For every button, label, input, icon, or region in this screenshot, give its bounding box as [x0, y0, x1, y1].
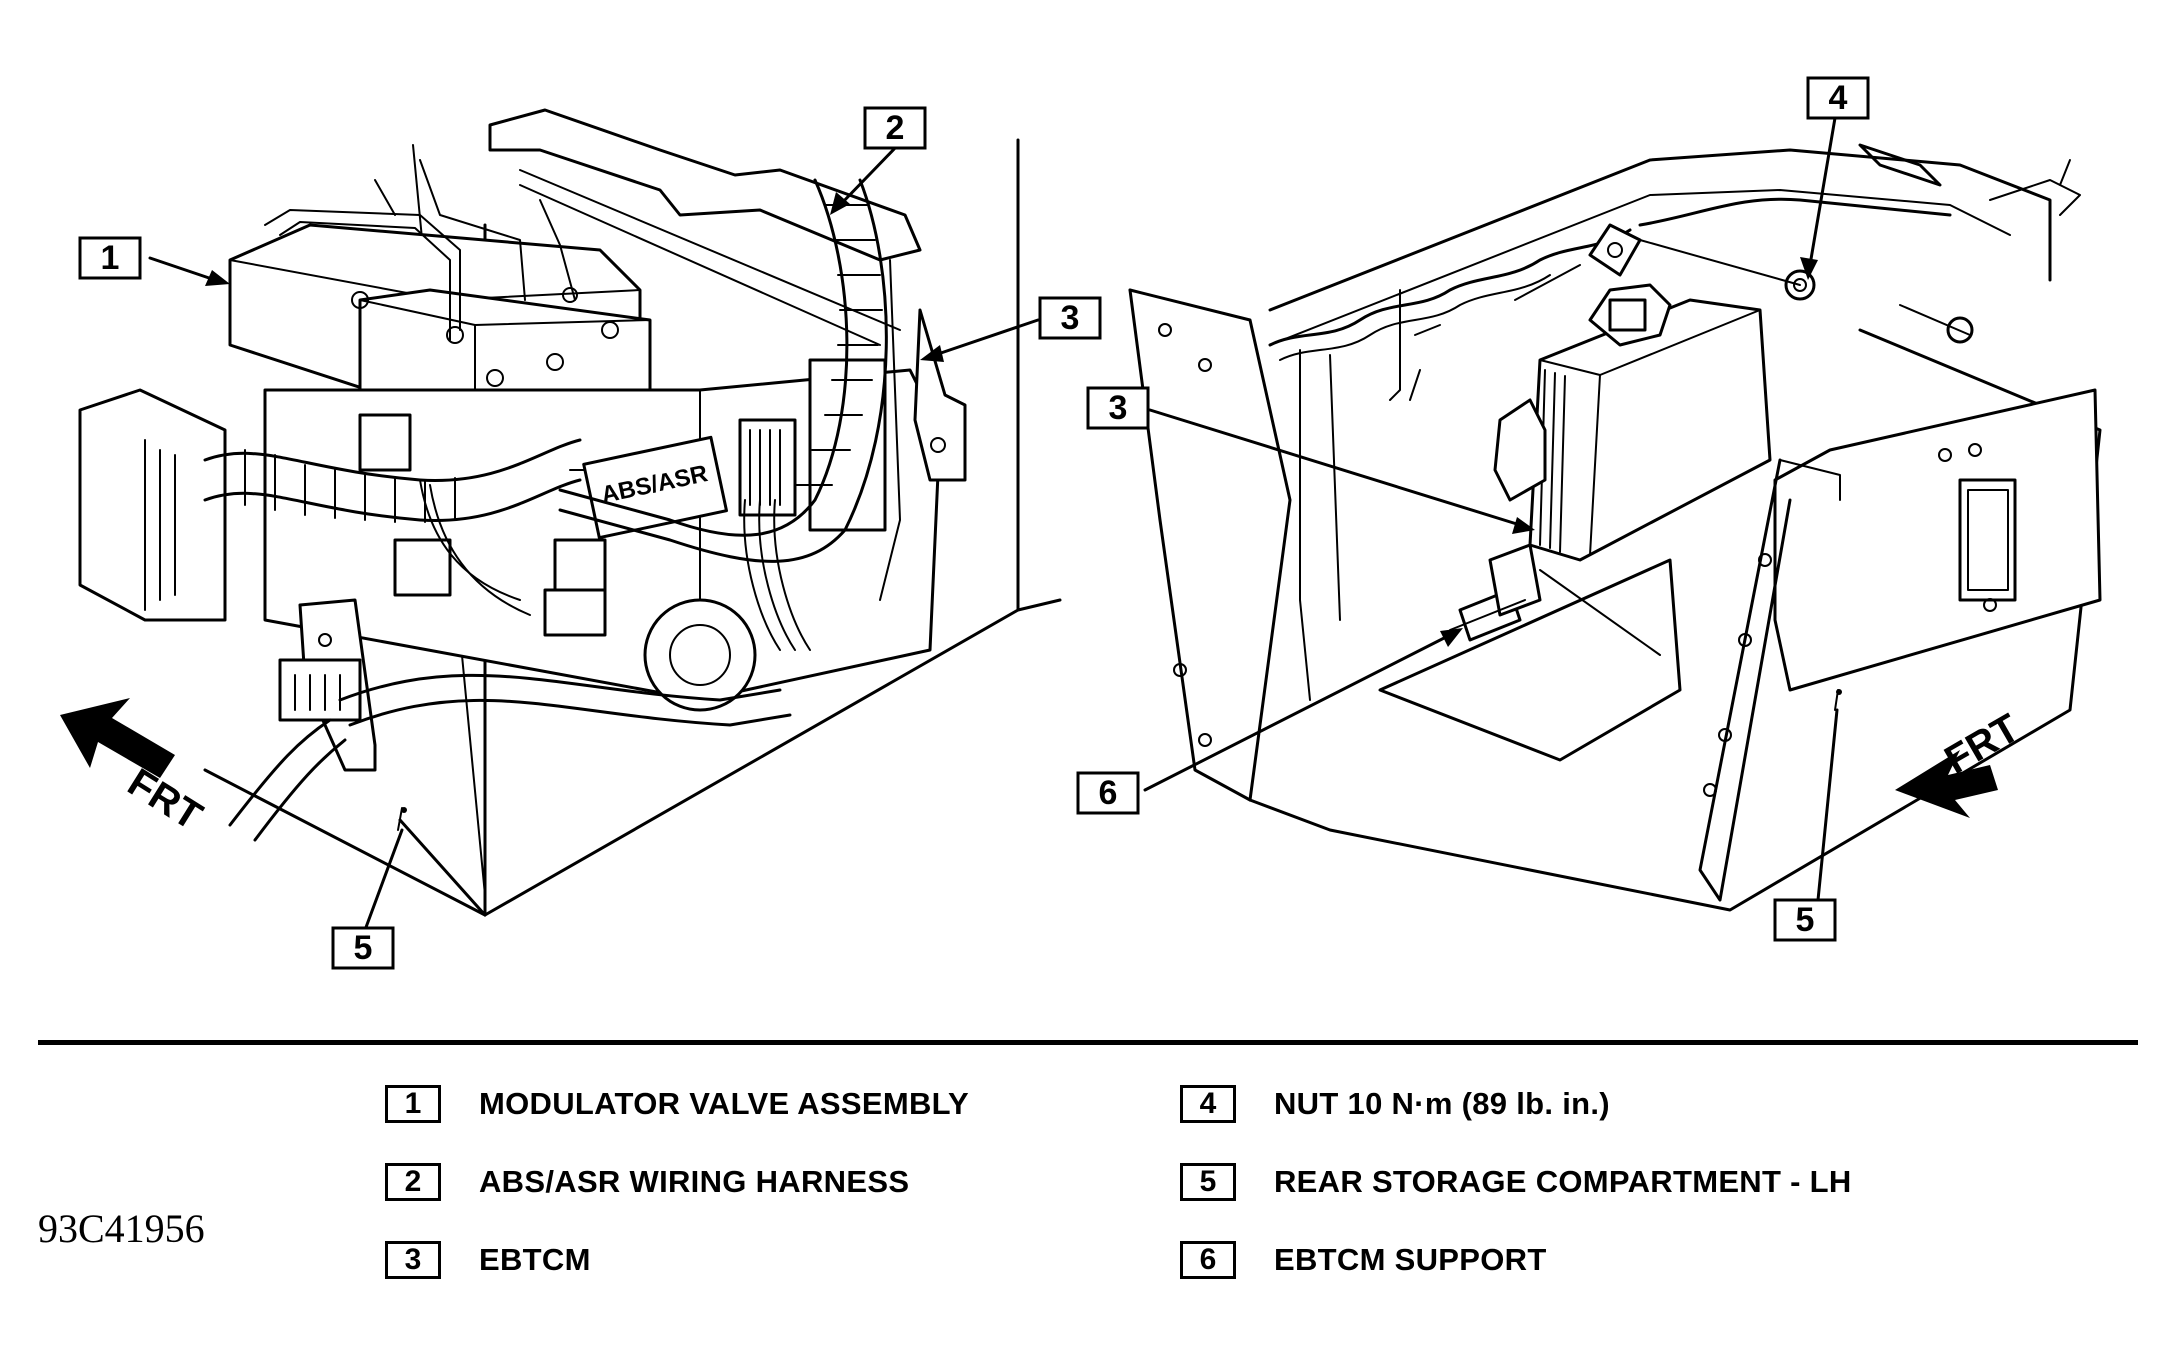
callout-1: 1: [78, 236, 142, 280]
legend-item-2-label: ABS/ASR WIRING HARNESS: [479, 1164, 910, 1199]
right-illustration: FRT: [1128, 143, 2102, 912]
legend-item-2-number: 2: [385, 1163, 441, 1201]
callout-2-number: 2: [886, 109, 905, 147]
callout-5-left-number: 5: [354, 929, 373, 967]
legend-item-1: 1 MODULATOR VALVE ASSEMBLY: [385, 1082, 969, 1126]
legend-item-5-number: 5: [1180, 1163, 1236, 1201]
legend-item-3: 3 EBTCM: [385, 1238, 591, 1282]
legend-item-2: 2 ABS/ASR WIRING HARNESS: [385, 1160, 909, 1204]
legend-item-4-number: 4: [1180, 1085, 1236, 1123]
legend-item-4: 4 NUT 10 N·m (89 lb. in.): [1180, 1082, 1610, 1126]
callout-6: 6: [1076, 771, 1140, 815]
callout-1-number: 1: [101, 239, 120, 277]
callout-4-number: 4: [1829, 79, 1848, 117]
callout-5-right-number: 5: [1796, 901, 1815, 939]
legend-item-6: 6 EBTCM SUPPORT: [1180, 1238, 1547, 1282]
left-illustration: ABS/ASR: [60, 108, 1062, 917]
callout-2: 2: [863, 106, 927, 150]
legend-item-3-label: EBTCM: [479, 1242, 591, 1277]
legend-item-5-label: REAR STORAGE COMPARTMENT - LH: [1274, 1164, 1852, 1199]
callout-5-left: 5: [331, 926, 395, 970]
figure-id: 93C41956: [38, 1206, 205, 1251]
legend-item-5: 5 REAR STORAGE COMPARTMENT - LH: [1180, 1160, 1852, 1204]
legend-divider: [38, 1040, 2138, 1045]
legend-item-1-label: MODULATOR VALVE ASSEMBLY: [479, 1086, 970, 1121]
callout-leaders: [148, 116, 1839, 932]
frt-arrow-left-icon: [60, 698, 175, 778]
legend-item-1-number: 1: [385, 1085, 441, 1123]
legend-item-6-label: EBTCM SUPPORT: [1274, 1242, 1547, 1277]
callout-3-right: 3: [1086, 386, 1150, 430]
callout-5-right: 5: [1773, 898, 1837, 942]
legend-item-4-label: NUT 10 N·m (89 lb. in.): [1274, 1086, 1610, 1121]
callout-3-left-number: 3: [1061, 299, 1080, 337]
frt-arrow-right-icon: [1895, 750, 1998, 818]
legend-item-6-number: 6: [1180, 1241, 1236, 1279]
callout-6-number: 6: [1099, 774, 1118, 812]
callout-3-right-number: 3: [1109, 389, 1128, 427]
callout-4: 4: [1806, 76, 1870, 120]
frt-label-left: FRT: [120, 760, 209, 839]
legend-item-3-number: 3: [385, 1241, 441, 1279]
callout-3-left: 3: [1038, 296, 1102, 340]
